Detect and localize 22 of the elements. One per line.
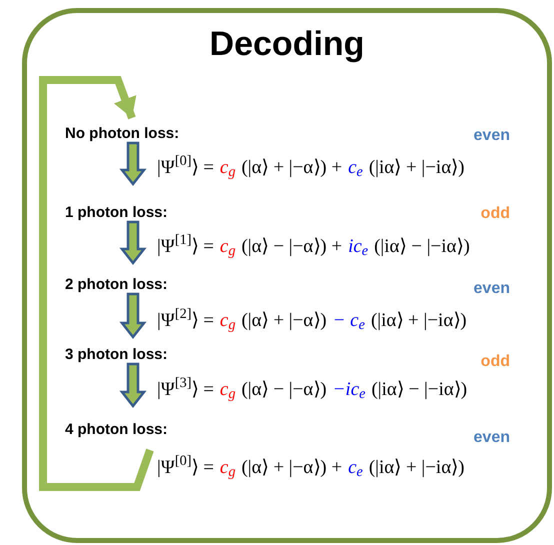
panel-title: Decoding [208,24,366,65]
block-arrow [119,362,147,408]
block-arrow [119,142,147,186]
parity-label: even [474,126,510,146]
stage-label: 2 photon loss: [65,275,195,295]
block-arrow [119,220,147,266]
stage-label: 1 photon loss: [65,203,195,223]
parity-label: odd [480,352,510,372]
equation: |Ψ$^{[3]}$⟩ = c$_{g}$ (|α⟩ − |−α⟩) −ic$_{e}$ (|iα⟩ − |−iα⟩) [157,371,542,407]
parity-label: even [474,428,510,448]
equation: |Ψ$^{[2]}$⟩ = c$_{g}$ (|α⟩ + |−α⟩) − c$_{e}$ (|iα⟩ + |−iα⟩) [157,302,542,338]
stage-label: 4 photon loss: [65,420,195,440]
equation: |Ψ$^{[0]}$⟩ = c$_{g}$ (|α⟩ + |−α⟩) + c$_{e}$ (|iα⟩ + |−iα⟩) [157,149,542,185]
equation: |Ψ$^{[1]}$⟩ = c$_{g}$ (|α⟩ − |−α⟩) + ic$_{e}$ (|iα⟩ − |−iα⟩) [157,228,542,264]
loop-arrow [39,76,154,491]
parity-label: odd [480,204,510,224]
equation: |Ψ$^{[0]}$⟩ = c$_{g}$ (|α⟩ + |−α⟩) + c$_{e}$ (|iα⟩ + |−iα⟩) [157,449,542,485]
stage-label: 3 photon loss: [65,345,195,365]
stage-label: No photon loss: [65,124,195,144]
block-arrow [119,292,147,340]
parity-label: even [474,279,510,299]
panel-frame [22,8,552,543]
